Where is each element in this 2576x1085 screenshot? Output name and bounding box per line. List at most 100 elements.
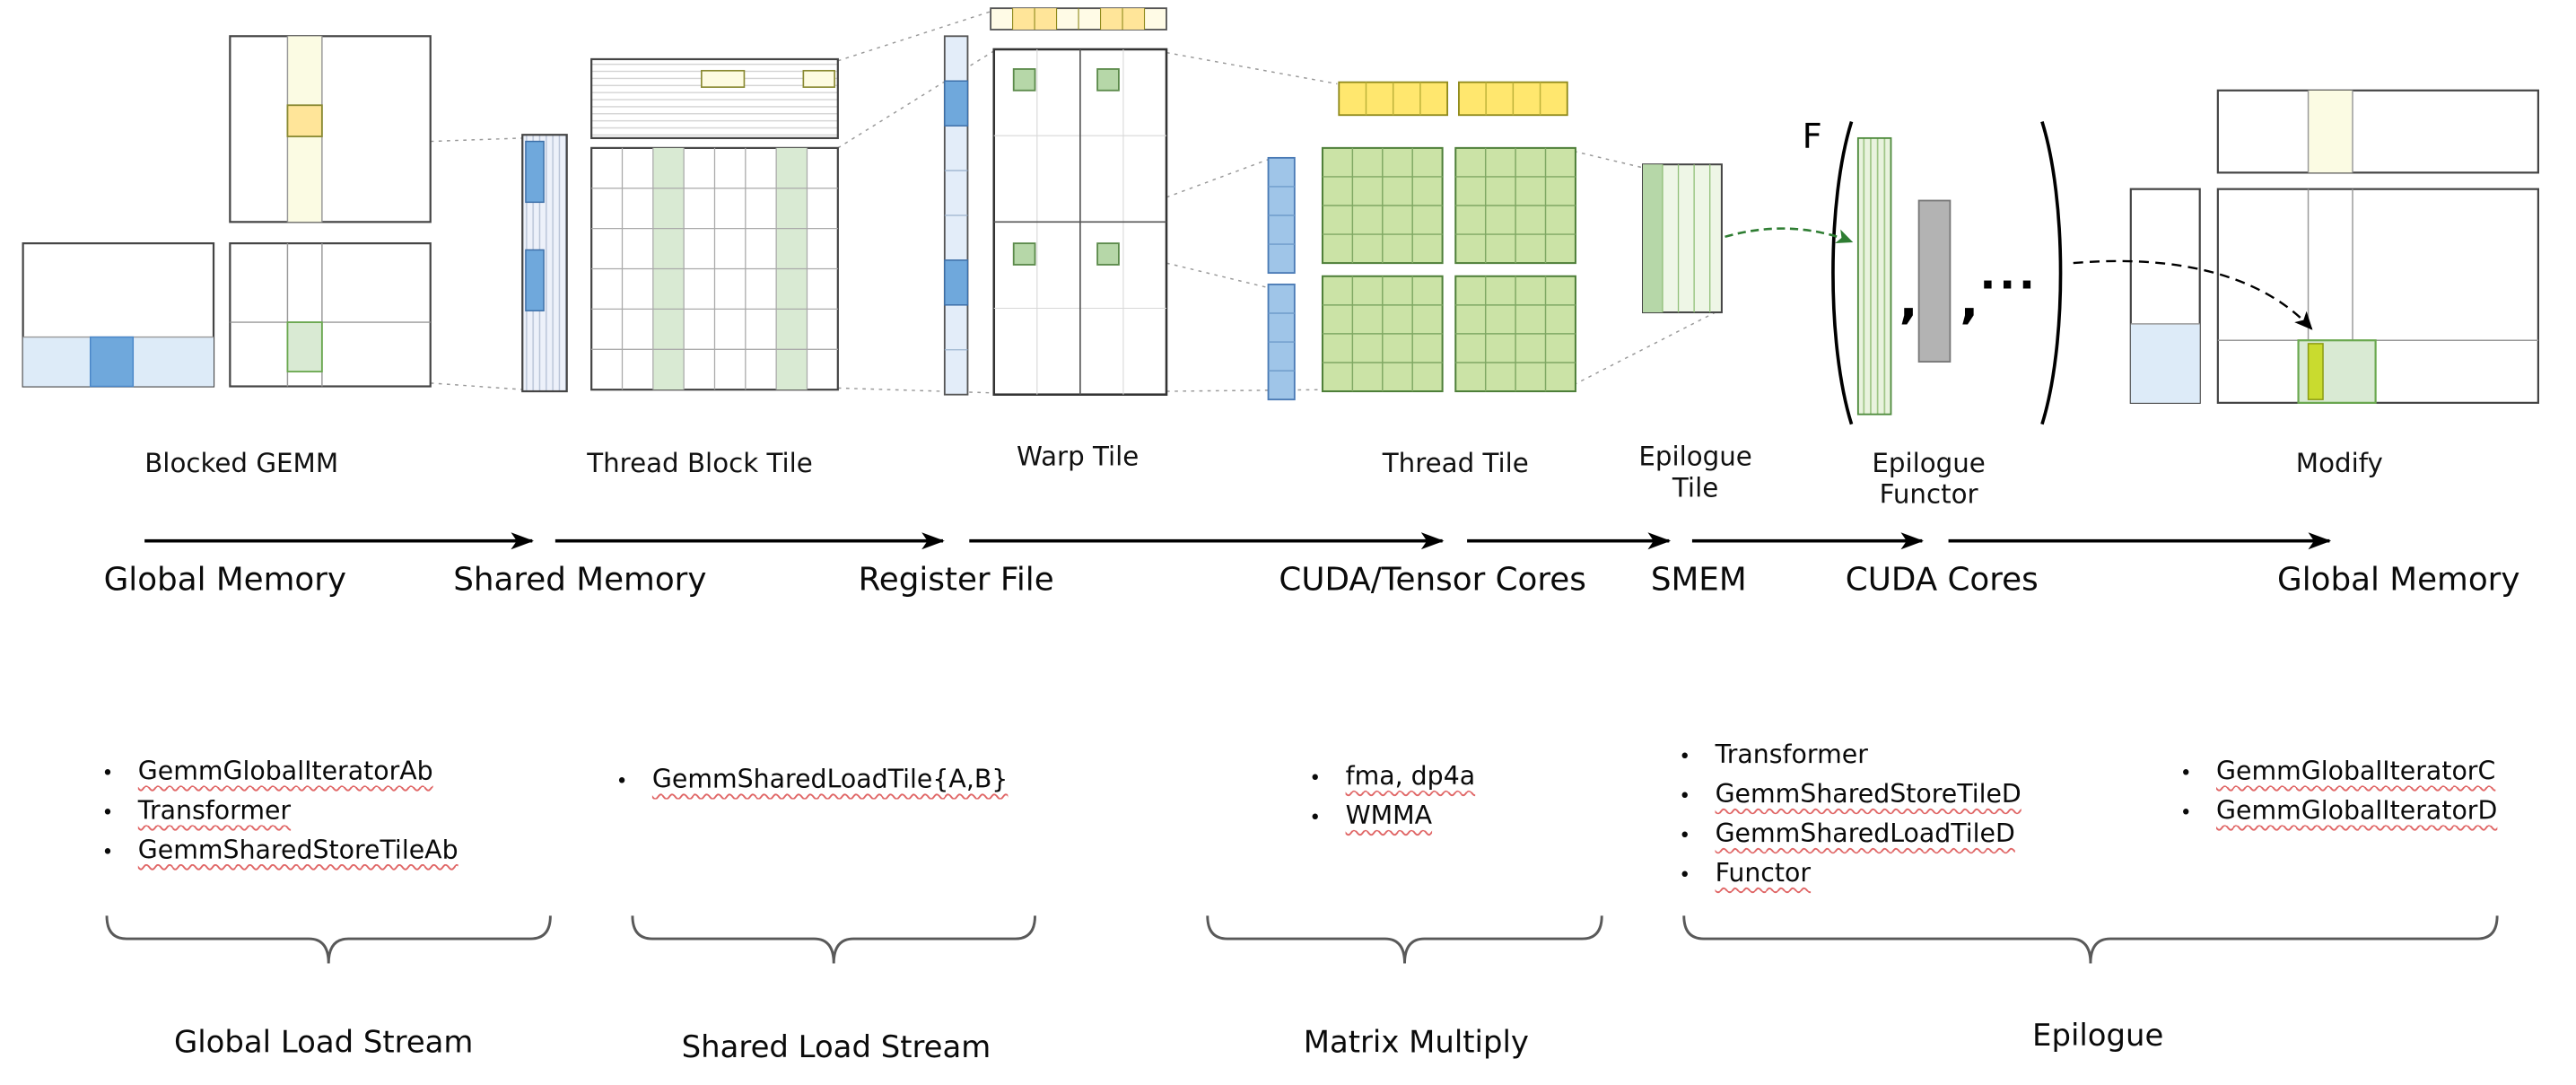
modify-label: Modify bbox=[2295, 447, 2383, 479]
global-store-list: • GemmGlobalIteratorC •GemmGlobalIterator… bbox=[2180, 753, 2498, 832]
list-item-text: GemmSharedStoreTileAb bbox=[137, 835, 458, 865]
thread-tile-group bbox=[1267, 81, 1576, 401]
list-item: • Transformer bbox=[1679, 737, 2022, 776]
thread-block-tile-label: Thread Block Tile bbox=[587, 447, 813, 479]
list-item: •GemmGlobalIteratorD bbox=[2180, 792, 2498, 832]
bullet-icon: • bbox=[1309, 805, 1322, 829]
blocked-gemm-label: Blocked GEMM bbox=[144, 447, 339, 479]
warp-left-strip-highlight-2 bbox=[944, 259, 969, 306]
epilogue-tile-label-line2: Tile bbox=[1672, 471, 1719, 503]
epilogue-functor-label: Epilogue Functor bbox=[1872, 447, 1986, 510]
matrix-b bbox=[229, 35, 432, 223]
warp-tile-label: Warp Tile bbox=[1016, 440, 1140, 472]
epilogue-functor-label-line2: Functor bbox=[1879, 478, 1978, 510]
modify-lime-bar bbox=[2307, 343, 2324, 400]
smem-b-cell-1 bbox=[701, 69, 746, 88]
bullet-icon: • bbox=[1309, 766, 1322, 790]
list-item-text: GemmGlobalIteratorAb bbox=[137, 756, 433, 786]
thread-tile-blue-strip-1 bbox=[1267, 156, 1296, 275]
list-item: • GemmGlobalIteratorC bbox=[2180, 753, 2498, 792]
matrix-a-highlight-cell bbox=[89, 336, 135, 388]
list-item-text: Transformer bbox=[137, 795, 292, 826]
thread-tile-green-grid-3 bbox=[1321, 275, 1444, 393]
epilogue-tile-group bbox=[1641, 163, 1723, 314]
functor-comma-2: , bbox=[1960, 272, 1978, 329]
list-item: • GemmSharedLoadTileD bbox=[1679, 816, 2022, 855]
functor-gray-tile bbox=[1917, 199, 1952, 363]
thread-tile-green-grid-4 bbox=[1454, 275, 1576, 393]
list-item: • WMMA bbox=[1309, 798, 1475, 837]
list-item: •Transformer bbox=[102, 792, 458, 832]
list-item: • GemmGlobalIteratorAb bbox=[102, 753, 458, 792]
warp-tile-group bbox=[943, 7, 1168, 396]
epilogue-components-list: • Transformer • GemmSharedStoreTileD • Gemm… bbox=[1679, 737, 2022, 895]
modify-main-matrix bbox=[2216, 188, 2539, 404]
thread-block-tile-group bbox=[521, 57, 839, 393]
warp-green-square-4 bbox=[1096, 242, 1120, 266]
list-item-text: fma, dp4a bbox=[1345, 761, 1476, 792]
stage-global-memory-2: Global Memory bbox=[2277, 560, 2520, 599]
bullet-icon: • bbox=[2179, 761, 2192, 784]
stage-cuda-tensor-cores: CUDA/Tensor Cores bbox=[1279, 560, 1586, 599]
list-item: • GemmSharedStoreTileAb bbox=[102, 832, 458, 871]
smem-b-cell-2 bbox=[802, 69, 835, 88]
stage-smem: SMEM bbox=[1650, 560, 1747, 599]
shared-load-stream-list: • GemmSharedLoadTile{A,B} bbox=[616, 761, 1009, 801]
epilogue-label: Epilogue bbox=[2032, 1019, 2164, 1054]
modify-top-lines bbox=[2307, 90, 2353, 173]
list-item-text: WMMA bbox=[1345, 801, 1433, 831]
thread-tile-green-grid-2 bbox=[1454, 146, 1576, 265]
epilogue-tile-label: Epilogue Tile bbox=[1638, 441, 1752, 503]
list-item: • Functor bbox=[1679, 855, 2022, 895]
list-item-text: GemmSharedLoadTileD bbox=[1715, 818, 2015, 849]
stage-register-file: Register File bbox=[858, 560, 1054, 599]
functor-ellipsis: ··· bbox=[1979, 260, 2038, 310]
list-item-text: GemmSharedStoreTileD bbox=[1715, 779, 2022, 809]
matrix-multiply-label: Matrix Multiply bbox=[1303, 1026, 1529, 1061]
bullet-icon: • bbox=[2179, 801, 2192, 824]
functor-f-symbol: F bbox=[1803, 117, 1822, 157]
epilogue-tile-to-functor-arrow bbox=[1725, 227, 1854, 243]
thread-block-grid-lines bbox=[591, 147, 838, 390]
bullet-icon: • bbox=[1679, 862, 1691, 887]
modify-top-band bbox=[2308, 90, 2353, 173]
bullet-icon: • bbox=[616, 769, 628, 793]
bullet-icon: • bbox=[101, 761, 114, 784]
list-item-text: Transformer bbox=[1715, 739, 1868, 770]
epilogue-tile-label-line1: Epilogue bbox=[1638, 440, 1752, 472]
epilogue-tile-band bbox=[1643, 164, 1663, 313]
modify-group bbox=[2129, 89, 2539, 404]
thread-tile-blue-strip-2 bbox=[1267, 284, 1296, 401]
shared-load-stream-brace bbox=[631, 915, 1036, 964]
modify-top-matrix bbox=[2216, 89, 2539, 174]
list-item-text: GemmSharedLoadTile{A,B} bbox=[651, 764, 1009, 794]
matrix-c-highlight-cell bbox=[286, 321, 323, 372]
list-item-text: GemmGlobalIteratorC bbox=[2216, 756, 2496, 786]
thread-tile-green-grid-1 bbox=[1321, 146, 1444, 265]
bullet-icon: • bbox=[1679, 744, 1691, 768]
functor-to-modify-arrow bbox=[2073, 259, 2313, 330]
thread-tile-yellow-strip-2 bbox=[1458, 81, 1568, 117]
matrix-c bbox=[229, 242, 432, 388]
bullet-icon: • bbox=[1679, 783, 1691, 808]
thread-tile-label: Thread Tile bbox=[1382, 447, 1529, 479]
functor-green-tile bbox=[1856, 136, 1892, 416]
bullet-icon: • bbox=[1679, 823, 1691, 847]
epilogue-functor-group: F , , ··· bbox=[1803, 117, 2063, 425]
warp-green-square-1 bbox=[1012, 68, 1036, 92]
shared-load-stream-label: Shared Load Stream bbox=[681, 1030, 991, 1066]
bullet-icon: • bbox=[101, 840, 114, 863]
dotted-connectors bbox=[430, 11, 1723, 394]
stage-cuda-cores: CUDA Cores bbox=[1845, 560, 2039, 599]
right-paren bbox=[2040, 121, 2063, 425]
modify-left-band bbox=[2130, 323, 2200, 403]
stage-global-memory-1: Global Memory bbox=[103, 560, 347, 599]
stream-braces bbox=[105, 915, 2499, 964]
warp-mini-strip-lines bbox=[1012, 8, 1146, 30]
list-item: • GemmSharedLoadTile{A,B} bbox=[616, 761, 1009, 801]
list-item-text: Functor bbox=[1715, 858, 1812, 888]
global-load-stream-list: • GemmGlobalIteratorAb •Transformer • Gemm… bbox=[102, 753, 458, 871]
